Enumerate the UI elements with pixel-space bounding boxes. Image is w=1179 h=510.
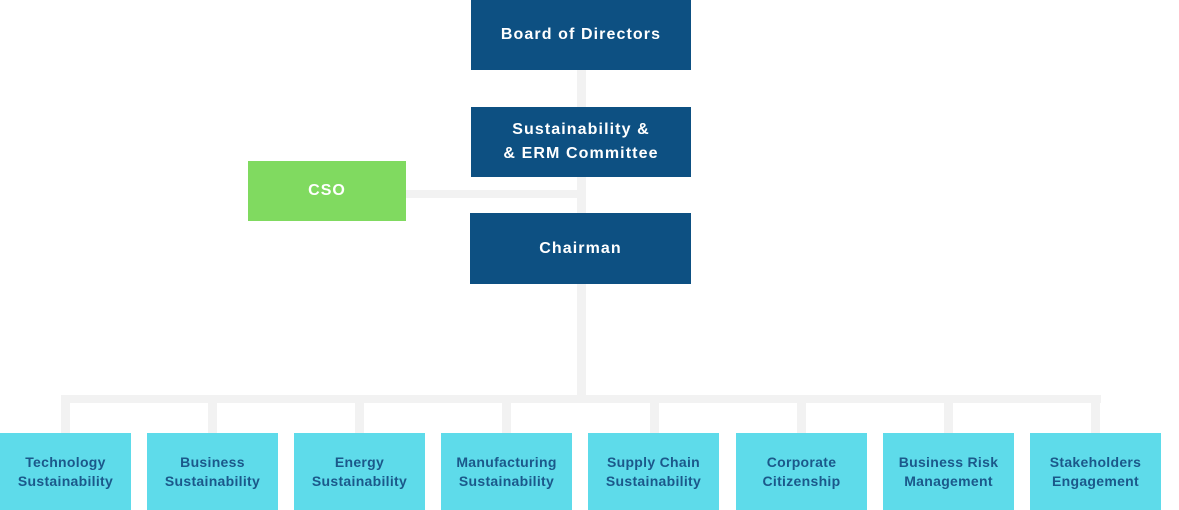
node-dept-business-sustainability: Business Sustainability (147, 433, 278, 510)
connector-drop-6 (797, 403, 806, 433)
dept-label: Supply Chain Sustainability (605, 454, 702, 489)
connector-drop-1 (61, 403, 70, 433)
node-dept-manufacturing-sustainability: Manufacturing Sustainability (441, 433, 572, 510)
node-dept-corporate-citizenship: Corporate Citizenship (736, 433, 867, 510)
connector-drop-7 (944, 403, 953, 433)
connector-cso-horizontal (406, 190, 586, 198)
node-cso: CSO (248, 161, 406, 221)
dept-label: Corporate Citizenship (762, 454, 841, 489)
dept-label: Business Sustainability (164, 454, 261, 489)
connector-drop-8 (1091, 403, 1100, 433)
node-sustainability-erm-committee: Sustainability & & ERM Committee (471, 107, 691, 177)
node-committee-label: Sustainability & & ERM Committee (503, 121, 659, 162)
connector-rail (61, 395, 1101, 403)
node-chairman: Chairman (470, 213, 691, 284)
connector-drop-2 (208, 403, 217, 433)
dept-label: Technology Sustainability (17, 454, 114, 489)
node-dept-technology-sustainability: Technology Sustainability (0, 433, 131, 510)
dept-label: Energy Sustainability (311, 454, 408, 489)
dept-label: Manufacturing Sustainability (456, 454, 557, 489)
dept-label: Stakeholders Engagement (1049, 454, 1142, 489)
node-cso-label: CSO (308, 182, 346, 199)
node-dept-supply-chain-sustainability: Supply Chain Sustainability (588, 433, 719, 510)
dept-label: Business Risk Management (898, 454, 999, 489)
connector-chairman-trunk (577, 284, 586, 403)
connector-board-committee (577, 70, 586, 107)
connector-drop-4 (502, 403, 511, 433)
node-chairman-label: Chairman (539, 239, 622, 257)
node-dept-energy-sustainability: Energy Sustainability (294, 433, 425, 510)
node-dept-stakeholders-engagement: Stakeholders Engagement (1030, 433, 1161, 510)
connector-drop-5 (650, 403, 659, 433)
node-board-label: Board of Directors (500, 26, 662, 43)
node-dept-business-risk-management: Business Risk Management (883, 433, 1014, 510)
connector-drop-3 (355, 403, 364, 433)
node-board-of-directors: Board of Directors (471, 0, 691, 70)
